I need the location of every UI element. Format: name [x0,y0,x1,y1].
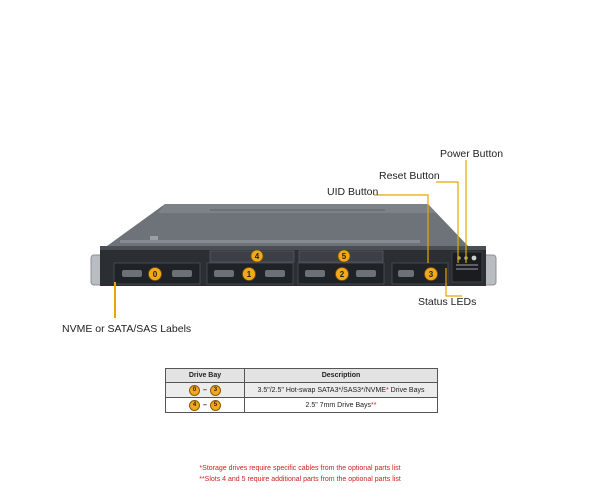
table-header-row: Drive Bay Description [165,368,438,383]
bay-badge-to: 5 [209,399,221,411]
server-diagram: 0 4 1 5 2 3 [90,160,497,318]
reset-button-label: Reset Button [379,170,440,182]
bay-badge-label: 4 [255,252,260,261]
power-button-label: Power Button [440,148,504,160]
description-tail: Drive Bays [388,386,425,394]
bay-badge-label: 0 [153,270,158,279]
drive-bay-table: Drive Bay Description 0–3 3.5"/2.5" Hot-… [165,368,438,413]
chassis-top-cover [107,204,468,246]
footnote-1: *Storage drives require specific cables … [199,465,401,472]
description-cell: 3.5"/2.5" Hot-swap SATA3*/SAS3*/NVME* Dr… [244,382,438,398]
bay-badge-label: 1 [247,270,252,279]
range-dash: – [203,386,207,394]
front-panel-top-edge [100,246,486,250]
bay-badge-0: 0 [148,267,162,281]
bay-range-cell: 0–3 [165,382,245,398]
reset-callout-line [436,181,459,263]
status-led-callout-line [445,268,462,297]
footnote-2: **Slots 4 and 5 require additional parts… [199,476,401,483]
table-header-description: Description [244,368,438,383]
table-row: 4–5 2.5" 7mm Drive Bays** [165,397,438,413]
bay-badge-5: 5 [337,249,351,263]
drive-labels-label: NVME or SATA/SAS Labels [62,323,192,335]
bay-badge-3: 3 [424,267,438,281]
description-text: 3.5"/2.5" Hot-swap SATA3*/SAS3*/NVME [257,386,386,394]
status-led-icon [456,264,478,266]
tray-handle [356,270,376,277]
description-cell: 2.5" 7mm Drive Bays** [244,397,438,413]
power-button-icon [471,255,477,261]
tray-handle [122,270,142,277]
control-panel [451,251,483,283]
status-leds-label: Status LEDs [418,296,477,308]
bay-badge-to: 3 [209,384,221,396]
bay-badge-1: 1 [242,267,256,281]
tray-handle [398,270,414,277]
uid-button-label: UID Button [327,186,379,198]
chassis-top-shade [158,204,436,213]
tray-handle [214,270,234,277]
status-led-icon [456,268,478,270]
description-footnote-mark: ** [371,401,377,409]
bay-badge-from: 4 [189,399,201,411]
range-dash: – [203,401,207,409]
bay-badge-label: 5 [342,252,347,261]
description-text: 2.5" 7mm Drive Bays [305,401,372,409]
table-row: 0–3 3.5"/2.5" Hot-swap SATA3*/SAS3*/NVME… [165,382,438,398]
bay-badge-label: 2 [340,270,345,279]
table-header-drive-bay: Drive Bay [165,368,245,383]
description-footnote-mark: * [385,386,389,394]
bay-badge-from: 0 [189,384,201,396]
bay-range-cell: 4–5 [165,397,245,413]
bay-badge-label: 3 [429,270,434,279]
cover-screw [150,236,158,240]
uid-callout-line [374,194,429,263]
bay-badge-4: 4 [250,249,264,263]
tray-handle [172,270,192,277]
cover-vent-strip [120,240,420,243]
tray-handle [305,270,325,277]
tray-handle [265,270,285,277]
bay-badge-2: 2 [335,267,349,281]
